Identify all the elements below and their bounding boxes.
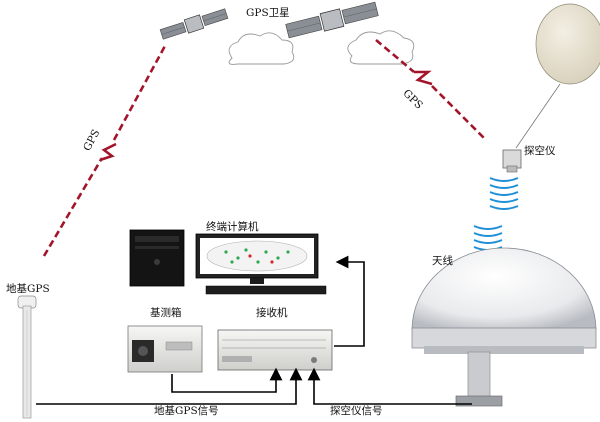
cloud-right-icon <box>347 30 415 65</box>
terminal-computer-icon <box>129 229 327 295</box>
antenna-label: 天线 <box>432 255 453 267</box>
ground-gps-antenna-icon <box>17 295 37 419</box>
radio-waves-upper-icon <box>489 177 519 210</box>
balloon-string <box>515 83 561 149</box>
signal-link-right <box>375 39 487 141</box>
receiver-icon <box>217 329 333 371</box>
signal-link-left <box>42 43 168 257</box>
ground-gps-label: 地基GPS <box>6 283 50 295</box>
cloud-left-icon <box>228 32 295 65</box>
signal-zigzag-left-icon <box>99 142 117 162</box>
satellite-label: GPS卫星 <box>246 7 290 19</box>
radiosonde-label: 探空仪 <box>524 145 556 157</box>
ground-signal-label: 地基GPS信号 <box>154 405 219 417</box>
terminal-label: 终端计算机 <box>206 221 259 233</box>
satellite-left-icon <box>159 8 229 40</box>
satellite-right-icon <box>285 1 379 39</box>
radiosonde-icon <box>502 149 522 173</box>
radio-waves-lower-icon <box>473 225 503 251</box>
signal-arrows <box>36 255 472 405</box>
test-box-icon <box>127 325 203 373</box>
signal-zigzag-right-icon <box>414 70 433 86</box>
receiver-label: 接收机 <box>256 307 288 319</box>
balloon-icon <box>535 3 600 85</box>
test-box-label: 基测箱 <box>150 307 182 319</box>
dome-antenna-icon <box>411 247 597 407</box>
sonde-signal-label: 探空仪信号 <box>330 405 383 417</box>
